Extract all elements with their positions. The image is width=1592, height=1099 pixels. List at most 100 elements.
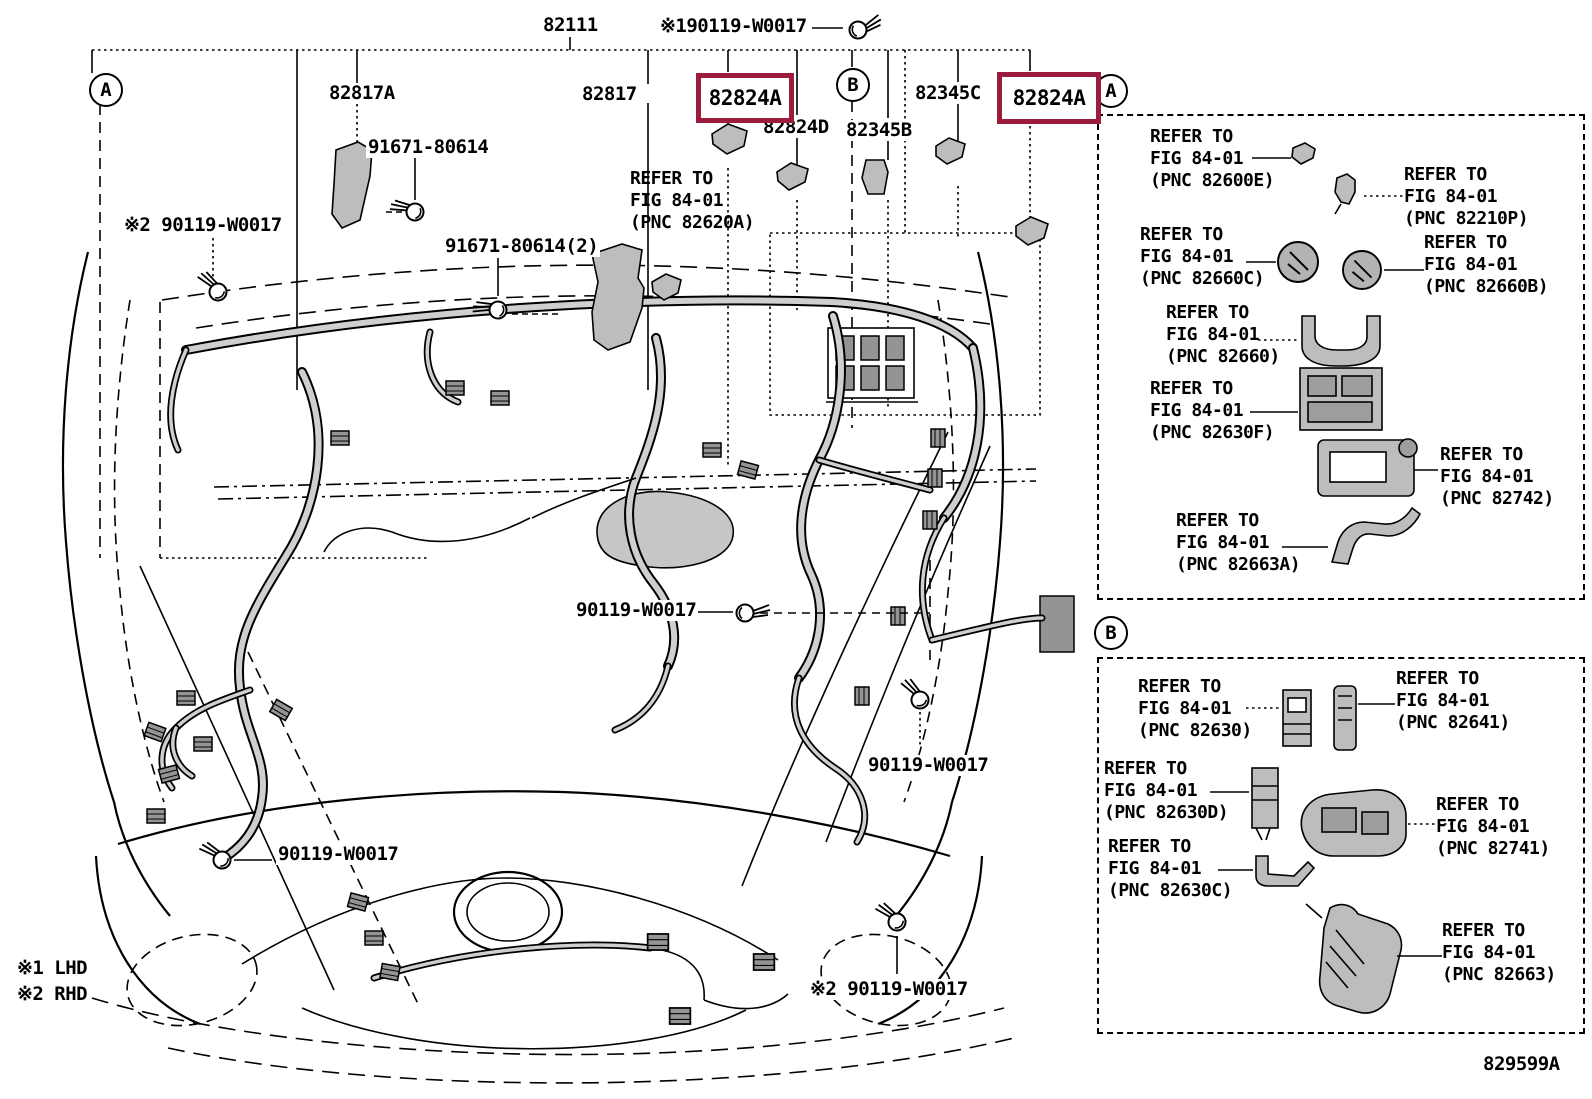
refer-line: REFER TO <box>1424 232 1507 253</box>
refer-line: FIG 84-01 <box>1140 246 1234 267</box>
refer-line: FIG 84-01 <box>1166 324 1260 345</box>
refer-line: FIG 84-01 <box>1138 698 1232 719</box>
callout-text: 82824A <box>1012 86 1086 110</box>
callout-90119-w0017-bottom-left[interactable]: 90119-W0017 <box>276 843 401 865</box>
wiring-harness <box>158 295 1046 982</box>
refer-note-82742: REFER TO FIG 84-01 (PNC 82742) <box>1440 444 1554 510</box>
refer-line: FIG 84-01 <box>1108 858 1202 879</box>
refer-line: (PNC 82210P) <box>1404 208 1529 229</box>
refer-line: REFER TO <box>1436 794 1519 815</box>
refer-line: REFER TO <box>1108 836 1191 857</box>
refer-line: REFER TO <box>1396 668 1479 689</box>
detail-panel-b <box>1097 657 1585 1034</box>
refer-line: FIG 84-01 <box>1404 186 1498 207</box>
refer-line: (PNC 82741) <box>1436 838 1550 859</box>
bolt-icon <box>195 265 231 305</box>
bolt-icon <box>197 835 236 874</box>
refer-line: REFER TO <box>1440 444 1523 465</box>
refer-line: REFER TO <box>1150 378 1233 399</box>
refer-note-82660c: REFER TO FIG 84-01 (PNC 82660C) <box>1140 224 1265 290</box>
refer-line: (PNC 82630F) <box>1150 422 1275 443</box>
refer-line: (PNC 82620A) <box>630 212 755 233</box>
grille-emblem <box>452 870 564 954</box>
callout-82111[interactable]: 82111 <box>541 14 600 36</box>
drawing-number: 829599A <box>1481 1053 1562 1075</box>
note-rhd: ※2 RHD <box>15 983 90 1005</box>
refer-line: FIG 84-01 <box>1436 816 1530 837</box>
refer-line: FIG 84-01 <box>630 190 724 211</box>
refer-note-82630: REFER TO FIG 84-01 (PNC 82630) <box>1138 676 1252 742</box>
callout-90119-w0017-rhd-bottom[interactable]: ※2 90119-W0017 <box>808 978 970 1000</box>
bolt-icon <box>387 192 428 225</box>
callout-82824a-right-selected[interactable]: 82824A <box>997 72 1101 124</box>
refer-line: FIG 84-01 <box>1150 400 1244 421</box>
refer-line: FIG 84-01 <box>1150 148 1244 169</box>
callout-90119-w0017-rhd-top[interactable]: ※2 90119-W0017 <box>122 214 284 236</box>
refer-note-82210p: REFER TO FIG 84-01 (PNC 82210P) <box>1404 164 1529 230</box>
callout-82345c[interactable]: 82345C <box>913 82 983 104</box>
view-letter: B <box>847 74 859 96</box>
refer-line: FIG 84-01 <box>1176 532 1270 553</box>
detail-panel-a <box>1097 114 1585 600</box>
harness-connectors <box>143 380 946 1025</box>
callout-90119-w0017-center[interactable]: 90119-W0017 <box>574 599 699 621</box>
refer-note-82660: REFER TO FIG 84-01 (PNC 82660) <box>1166 302 1280 368</box>
bolt-icons <box>195 13 933 935</box>
refer-line: FIG 84-01 <box>1104 780 1198 801</box>
refer-note-82663a: REFER TO FIG 84-01 (PNC 82663A) <box>1176 510 1301 576</box>
refer-line: (PNC 82641) <box>1396 712 1510 733</box>
refer-note-82600e: REFER TO FIG 84-01 (PNC 82600E) <box>1150 126 1275 192</box>
callout-82345b[interactable]: 82345B <box>844 119 914 141</box>
refer-line: (PNC 82630) <box>1138 720 1252 741</box>
callout-82817a[interactable]: 82817A <box>327 82 397 104</box>
refer-line: REFER TO <box>1176 510 1259 531</box>
refer-note-82630d: REFER TO FIG 84-01 (PNC 82630D) <box>1104 758 1229 824</box>
callout-91671-80614-x2[interactable]: 91671-80614(2) <box>443 235 601 257</box>
callout-90119-w0017-right[interactable]: 90119-W0017 <box>866 754 991 776</box>
callout-text: 82824A <box>708 86 782 110</box>
refer-note-82660b: REFER TO FIG 84-01 (PNC 82660B) <box>1424 232 1549 298</box>
refer-line: FIG 84-01 <box>1442 942 1536 963</box>
refer-line: (PNC 82630D) <box>1104 802 1229 823</box>
callout-91671-80614[interactable]: 91671-80614 <box>366 136 491 158</box>
refer-note-82663: REFER TO FIG 84-01 (PNC 82663) <box>1442 920 1556 986</box>
panel-a-part-icons <box>1246 142 1438 565</box>
refer-note-82741: REFER TO FIG 84-01 (PNC 82741) <box>1436 794 1550 860</box>
view-letter: A <box>100 79 112 101</box>
refer-line: REFER TO <box>1442 920 1525 941</box>
car-body-outline <box>61 251 1037 1084</box>
refer-line: REFER TO <box>1166 302 1249 323</box>
view-letter: A <box>1105 80 1117 102</box>
callout-82817[interactable]: 82817 <box>580 83 639 105</box>
callout-parts <box>331 123 1049 351</box>
refer-line: (PNC 82663) <box>1442 964 1556 985</box>
bolt-icon <box>899 673 933 713</box>
callout-82824a-left-selected[interactable]: 82824A <box>696 73 794 123</box>
refer-line: (PNC 82630C) <box>1108 880 1233 901</box>
refer-line: REFER TO <box>1104 758 1187 779</box>
refer-note-82641: REFER TO FIG 84-01 (PNC 82641) <box>1396 668 1510 734</box>
refer-line: FIG 84-01 <box>1440 466 1534 487</box>
refer-line: (PNC 82660) <box>1166 346 1280 367</box>
refer-line: FIG 84-01 <box>1424 254 1518 275</box>
refer-line: FIG 84-01 <box>1396 690 1490 711</box>
harness-end-connector <box>1039 595 1075 653</box>
refer-line: REFER TO <box>1150 126 1233 147</box>
view-marker-b-panel: B <box>1094 616 1128 650</box>
bolt-icon <box>846 13 886 42</box>
note-lhd: ※1 LHD <box>15 957 90 979</box>
bolt-icon <box>873 896 910 935</box>
panel-b-part-icons <box>1210 685 1452 1014</box>
refer-note-82630f: REFER TO FIG 84-01 (PNC 82630F) <box>1150 378 1275 444</box>
refer-line: REFER TO <box>1140 224 1223 245</box>
refer-line: REFER TO <box>1404 164 1487 185</box>
refer-line: REFER TO <box>1138 676 1221 697</box>
view-marker-b-top: B <box>836 68 870 102</box>
refer-line: (PNC 82742) <box>1440 488 1554 509</box>
refer-line: (PNC 82600E) <box>1150 170 1275 191</box>
view-letter: B <box>1105 622 1117 644</box>
callout-90119-w0017-top[interactable]: ※190119-W0017 <box>658 15 809 37</box>
refer-note-82630c: REFER TO FIG 84-01 (PNC 82630C) <box>1108 836 1233 902</box>
refer-line: (PNC 82660C) <box>1140 268 1265 289</box>
